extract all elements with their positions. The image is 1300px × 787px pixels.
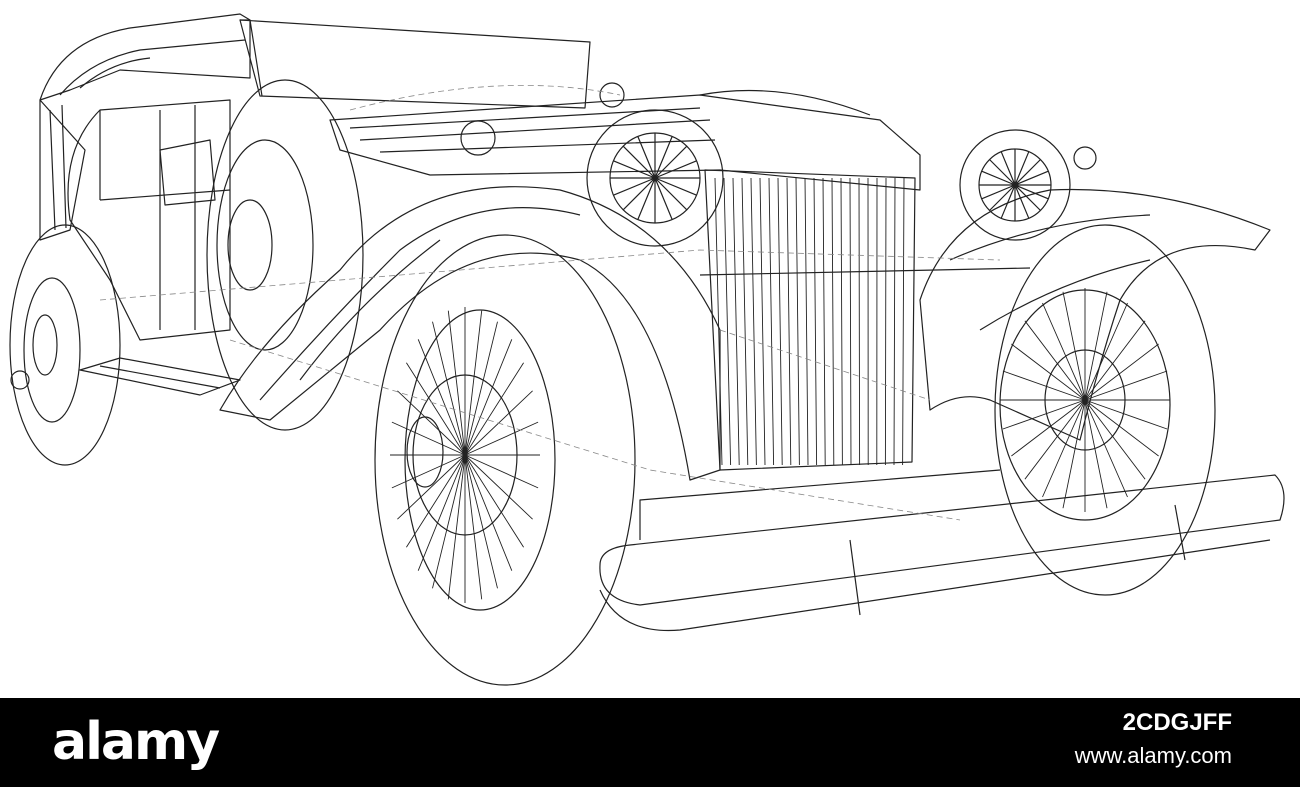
spare-wheel [206,79,364,431]
image-id-label: 2CDGJFF [1122,709,1232,736]
running-board [79,357,241,396]
front-bumper [599,469,1285,632]
rear-wheel [9,224,121,466]
front-fender-left [219,186,721,481]
body-side [67,99,231,341]
front-fender-right [919,188,1271,441]
windshield [239,19,591,109]
hidden-lines [99,85,1001,521]
front-wheel-right [994,224,1216,596]
car-wireframe-svg [9,13,1285,686]
soft-top [39,13,251,241]
car-wireframe-illustration [9,13,1285,686]
front-wheel-left [374,234,636,686]
side-lamps [10,82,1097,390]
site-url-label: www.alamy.com [1074,743,1232,768]
headlights [586,109,1071,247]
brand-logo: alamy [52,712,220,772]
hood [329,89,921,191]
radiator-grille [699,169,1031,471]
watermark-bar: alamy 2CDGJFF www.alamy.com [0,698,1300,787]
